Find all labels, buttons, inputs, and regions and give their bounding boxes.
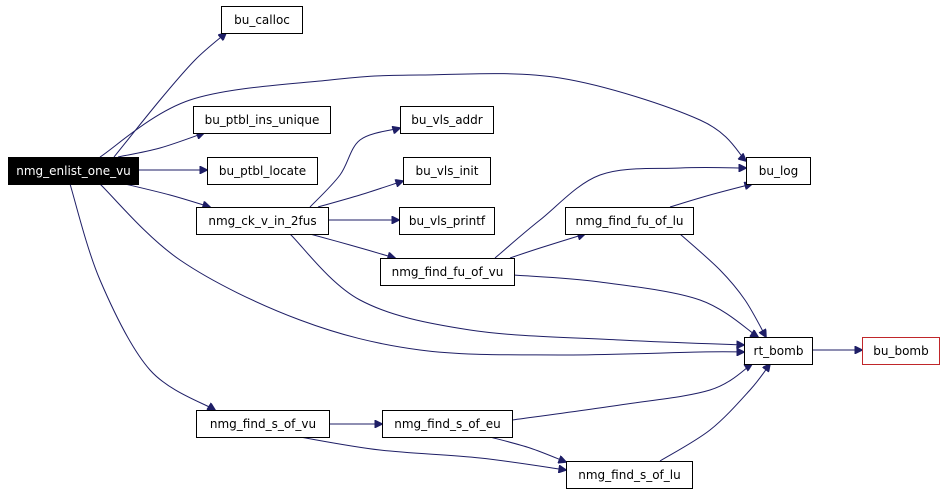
node-label: nmg_find_fu_of_vu: [392, 265, 504, 279]
edge-nmg-ck-v-in-2fus-to-nmg-find-fu-of-vu: [309, 233, 395, 258]
edge-nmg-enlist-one-vu-to-bu-ptbl-ins-unique: [117, 133, 204, 158]
node-box: [746, 157, 811, 185]
node-bu-vls-init[interactable]: bu_vls_init: [403, 157, 491, 185]
edge-nmg-find-s-of-lu-to-rt-bomb: [659, 364, 770, 462]
edge-nmg-find-fu-of-vu-to-nmg-find-fu-of-lu: [509, 234, 585, 259]
node-bu-log[interactable]: bu_log: [746, 157, 811, 185]
edge-nmg-find-fu-of-vu-to-rt-bomb: [513, 274, 758, 337]
node-label: nmg_ck_v_in_2fus: [208, 214, 316, 228]
node-nmg-find-s-of-vu[interactable]: nmg_find_s_of_vu: [196, 410, 330, 438]
node-label: rt_bomb: [754, 344, 804, 358]
node-nmg-find-fu-of-lu[interactable]: nmg_find_fu_of_lu: [565, 207, 694, 235]
edge-nmg-ck-v-in-2fus-to-bu-vls-addr: [309, 128, 400, 208]
edge-nmg-find-s-of-eu-to-nmg-find-s-of-lu: [489, 436, 566, 462]
node-label: bu_ptbl_ins_unique: [205, 113, 320, 127]
node-box: [566, 461, 693, 489]
node-box: [400, 106, 494, 134]
node-label: nmg_find_s_of_lu: [578, 468, 680, 482]
nodes-layer: nmg_enlist_one_vu bu_calloc bu_ptbl_ins_un…: [8, 6, 940, 489]
node-box: [399, 207, 495, 235]
node-label: bu_log: [759, 164, 799, 178]
node-box: [565, 207, 694, 235]
node-bu-bomb[interactable]: bu_bomb: [862, 337, 940, 365]
node-box: [8, 157, 139, 185]
node-label: bu_calloc: [234, 13, 290, 27]
edge-nmg-enlist-one-vu-to-nmg-find-s-of-vu: [69, 183, 215, 410]
node-nmg-enlist-one-vu[interactable]: nmg_enlist_one_vu: [8, 157, 139, 185]
node-box: [196, 207, 329, 235]
node-nmg-find-s-of-eu[interactable]: nmg_find_s_of_eu: [382, 410, 513, 438]
node-bu-vls-addr[interactable]: bu_vls_addr: [400, 106, 494, 134]
node-nmg-find-fu-of-vu[interactable]: nmg_find_fu_of_vu: [380, 258, 515, 286]
edge-nmg-find-s-of-eu-to-rt-bomb: [511, 364, 752, 421]
node-box: [744, 337, 813, 365]
edge-nmg-enlist-one-vu-to-nmg-ck-v-in-2fus: [124, 183, 210, 207]
node-label: nmg_find_s_of_eu: [394, 417, 501, 431]
edge-nmg-enlist-one-vu-to-bu-calloc: [113, 33, 226, 158]
edge-nmg-ck-v-in-2fus-to-bu-vls-init: [317, 181, 403, 208]
node-label: bu_bomb: [873, 344, 929, 358]
node-label: bu_ptbl_locate: [219, 164, 306, 178]
node-rt-bomb[interactable]: rt_bomb: [744, 337, 813, 365]
node-bu-vls-printf[interactable]: bu_vls_printf: [399, 207, 495, 235]
node-label: bu_vls_addr: [411, 113, 482, 127]
node-label: nmg_find_fu_of_lu: [575, 214, 683, 228]
edge-nmg-find-fu-of-lu-to-rt-bomb: [679, 233, 766, 337]
edge-nmg-enlist-one-vu-to-rt-bomb: [99, 183, 744, 355]
edge-nmg-find-fu-of-lu-to-bu-log: [669, 184, 752, 208]
edge-nmg-ck-v-in-2fus-to-rt-bomb: [289, 233, 744, 345]
node-box: [221, 6, 303, 34]
node-nmg-find-s-of-lu[interactable]: nmg_find_s_of_lu: [566, 461, 693, 489]
edge-nmg-find-s-of-vu-to-nmg-find-s-of-lu: [299, 436, 566, 470]
node-box: [207, 157, 318, 185]
node-box: [403, 157, 491, 185]
node-box: [382, 410, 513, 438]
node-label: bu_vls_init: [416, 164, 479, 178]
node-box: [193, 106, 331, 134]
node-label: nmg_enlist_one_vu: [16, 164, 131, 178]
edges-layer: [69, 33, 862, 470]
edge-nmg-find-fu-of-vu-to-bu-log: [494, 167, 746, 259]
node-bu-ptbl-ins-unique[interactable]: bu_ptbl_ins_unique: [193, 106, 331, 134]
node-bu-ptbl-locate[interactable]: bu_ptbl_locate: [207, 157, 318, 185]
node-box: [196, 410, 330, 438]
node-label: nmg_find_s_of_vu: [210, 417, 316, 431]
edge-nmg-enlist-one-vu-to-bu-log: [99, 73, 746, 161]
node-bu-calloc[interactable]: bu_calloc: [221, 6, 303, 34]
node-nmg-ck-v-in-2fus[interactable]: nmg_ck_v_in_2fus: [196, 207, 329, 235]
node-box: [380, 258, 515, 286]
node-box: [862, 337, 940, 365]
node-label: bu_vls_printf: [409, 214, 486, 228]
